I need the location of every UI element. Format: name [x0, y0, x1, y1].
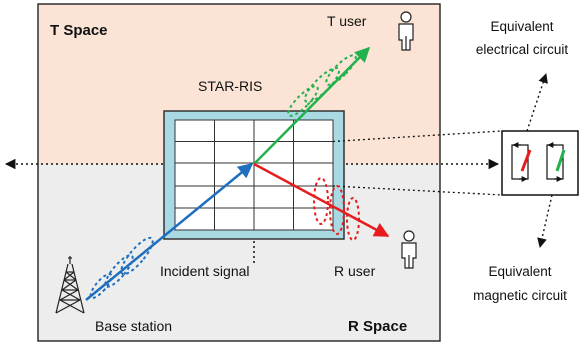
star-ris-label: STAR-RIS: [198, 78, 262, 94]
incident-signal-beam: [85, 163, 254, 301]
incident-signal-label: Incident signal: [160, 263, 250, 279]
arrow-to-magnetic: [537, 194, 553, 248]
t-space-label: T Space: [50, 22, 108, 39]
scene-border: [37, 3, 441, 342]
t-user-person-icon: [398, 11, 414, 51]
equivalent-electrical-label-line2: electrical circuit: [476, 42, 569, 57]
base-station-tower-icon: [55, 256, 85, 314]
r-space-label: R Space: [348, 318, 407, 335]
star-ris-panel: [163, 110, 345, 240]
arrow-to-electrical: [526, 73, 548, 132]
zoom-line-top: [332, 130, 503, 143]
equivalent-circuit-box: [501, 130, 579, 196]
equivalent-magnetic-label-line1: Equivalent: [488, 264, 551, 279]
r-user-label: R user: [334, 263, 376, 279]
t-user-label: T user: [327, 13, 367, 29]
zoom-line-bottom: [332, 185, 503, 196]
equivalent-electrical-label-line1: Equivalent: [490, 19, 553, 34]
equivalent-magnetic-label-line2: magnetic circuit: [473, 288, 567, 303]
reflected-signal-beam: [253, 162, 390, 241]
r-user-person-icon: [401, 230, 417, 269]
base-station-label: Base station: [95, 318, 172, 334]
